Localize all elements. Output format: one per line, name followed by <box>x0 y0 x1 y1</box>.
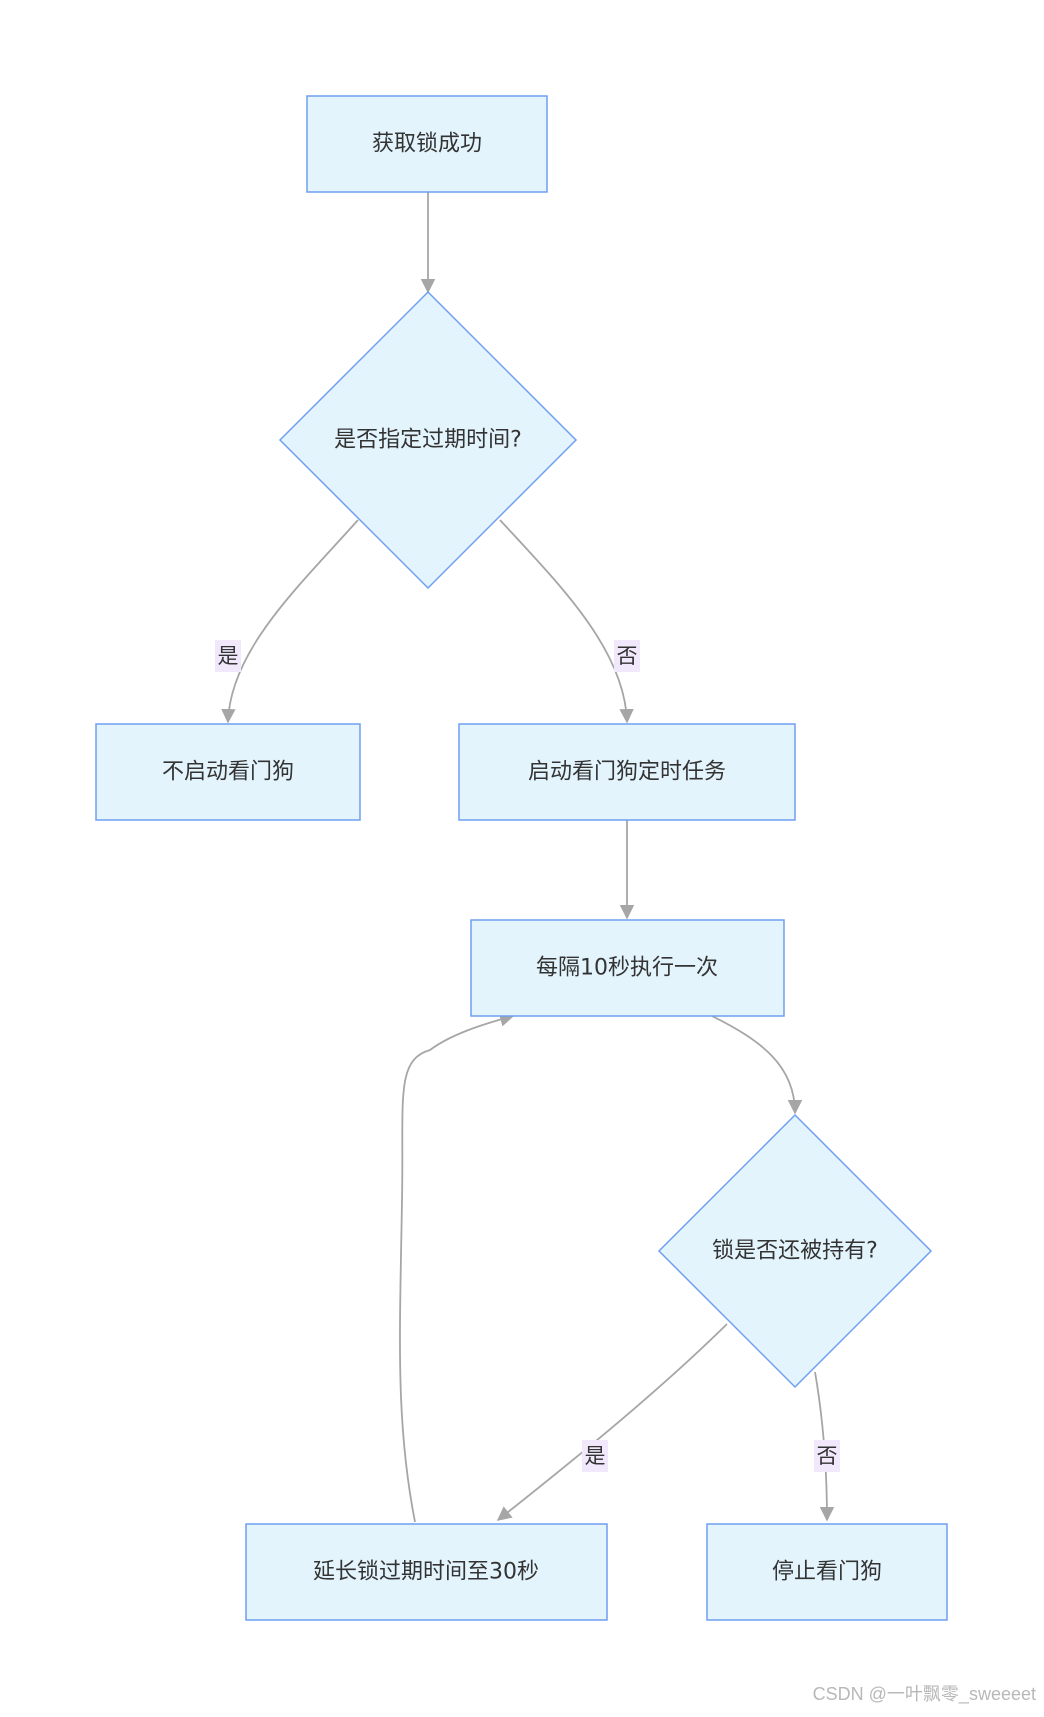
node-decision-held: 锁是否还被持有? <box>657 1113 933 1389</box>
edge-held-yes-to-extend <box>496 1323 728 1521</box>
node-decision-held-label: 锁是否还被持有? <box>712 1239 878 1264</box>
node-decision-expire: 是否指定过期时间? <box>278 290 578 590</box>
node-extend-label: 延长锁过期时间至30秒 <box>313 1560 539 1585</box>
node-acquire: 获取锁成功 <box>306 95 548 193</box>
edge-extend-back-to-every-10s <box>399 1012 515 1523</box>
edge-decision-yes-to-no-watchdog <box>221 519 359 724</box>
node-decision-expire-label: 是否指定过期时间? <box>334 428 522 453</box>
node-stop: 停止看门狗 <box>706 1523 948 1621</box>
node-every-10s-label: 每隔10秒执行一次 <box>536 956 718 981</box>
node-extend: 延长锁过期时间至30秒 <box>245 1523 608 1621</box>
edge-label-yes-1: 是 <box>215 640 241 672</box>
edge-decision-no-to-start-watchdog <box>499 519 634 724</box>
edge-label-yes-1-text: 是 <box>218 644 239 668</box>
node-acquire-label: 获取锁成功 <box>372 132 482 157</box>
edge-label-yes-2: 是 <box>582 1440 608 1472</box>
node-every-10s: 每隔10秒执行一次 <box>470 919 785 1017</box>
edge-label-yes-2-text: 是 <box>585 1444 606 1468</box>
edges <box>221 192 835 1523</box>
node-stop-label: 停止看门狗 <box>772 1560 882 1585</box>
node-start-watchdog: 启动看门狗定时任务 <box>458 723 796 821</box>
edge-label-no-1-text: 否 <box>617 644 638 668</box>
edge-label-no-2-text: 否 <box>817 1444 838 1468</box>
node-no-watchdog-label: 不启动看门狗 <box>162 760 294 785</box>
edge-label-no-1: 否 <box>614 640 640 672</box>
watermark: CSDN @一叶飘零_sweeeet <box>813 1684 1036 1705</box>
edge-label-no-2: 否 <box>814 1440 840 1472</box>
node-start-watchdog-label: 启动看门狗定时任务 <box>528 760 726 785</box>
node-no-watchdog: 不启动看门狗 <box>95 723 361 821</box>
edge-every-10s-to-decision-held <box>711 1015 803 1115</box>
